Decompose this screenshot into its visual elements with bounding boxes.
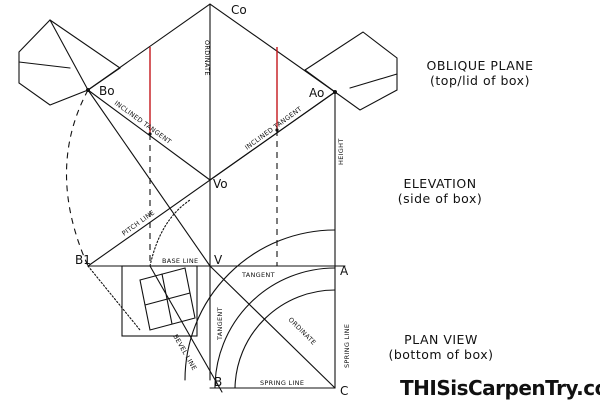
dotted-arc [149,199,191,267]
label-b: B [214,375,222,389]
label-v: V [214,253,223,267]
plan-view-subtitle: (bottom of box) [388,347,494,362]
label-height: HEIGHT [337,138,345,165]
oblique-plane-subtitle: (top/lid of box) [430,73,530,88]
label-c: C [340,384,348,398]
point-left-red [148,132,152,136]
inclined-left [87,89,211,267]
label-pitch: PITCH LINE [120,209,156,238]
label-tangent-v: TANGENT [216,307,224,341]
point-ao [333,90,337,94]
plan-view-title: PLAN VIEW [404,332,478,347]
label-b1: B1 [75,253,91,267]
plan-view-caption: PLAN VIEW (bottom of box) [376,332,506,362]
left-flap-fold [49,19,89,91]
label-ao: Ao [309,86,324,100]
right-flap-mid [349,73,398,89]
label-base-line: BASE LINE [162,257,198,265]
label-tangent-h: TANGENT [241,271,275,279]
label-bo: Bo [99,84,115,98]
label-spring-h: SPRING LINE [260,379,304,387]
label-vo: Vo [213,177,228,191]
label-spring-v: SPRING LINE [343,324,351,368]
oblique-plane-caption: OBLIQUE PLANE (top/lid of box) [400,58,560,88]
elevation-title: ELEVATION [403,176,477,191]
label-a: A [340,264,349,278]
elevation-subtitle: (side of box) [397,191,483,206]
label-ordinate-plan: ORDINATE [287,316,318,347]
oblique-plane-title: OBLIQUE PLANE [426,58,534,73]
dashed-arc [65,89,89,267]
left-flap-mid [18,61,71,69]
brand-watermark: THISisCarpenTry.com [400,376,600,400]
outer-arc [184,229,336,381]
small-box-square [139,267,196,331]
mid-arc [214,267,336,389]
dotted-line [87,265,141,331]
label-ordinate-top: ORDINATE [203,40,211,76]
elevation-caption: ELEVATION (side of box) [380,176,500,206]
point-right-red [275,128,279,132]
point-bo [86,88,90,92]
bevel-line [149,265,223,393]
small-box [121,265,198,337]
inner-arc [234,289,336,389]
label-co: Co [231,3,247,17]
ordinate-plan [209,265,336,389]
label-inclined-right: INCLINED TANGENT [243,105,303,152]
label-bevel: BEVEL LINE [171,333,198,372]
pitch-diagonal [87,91,336,267]
small-box-inner-2 [161,273,173,325]
